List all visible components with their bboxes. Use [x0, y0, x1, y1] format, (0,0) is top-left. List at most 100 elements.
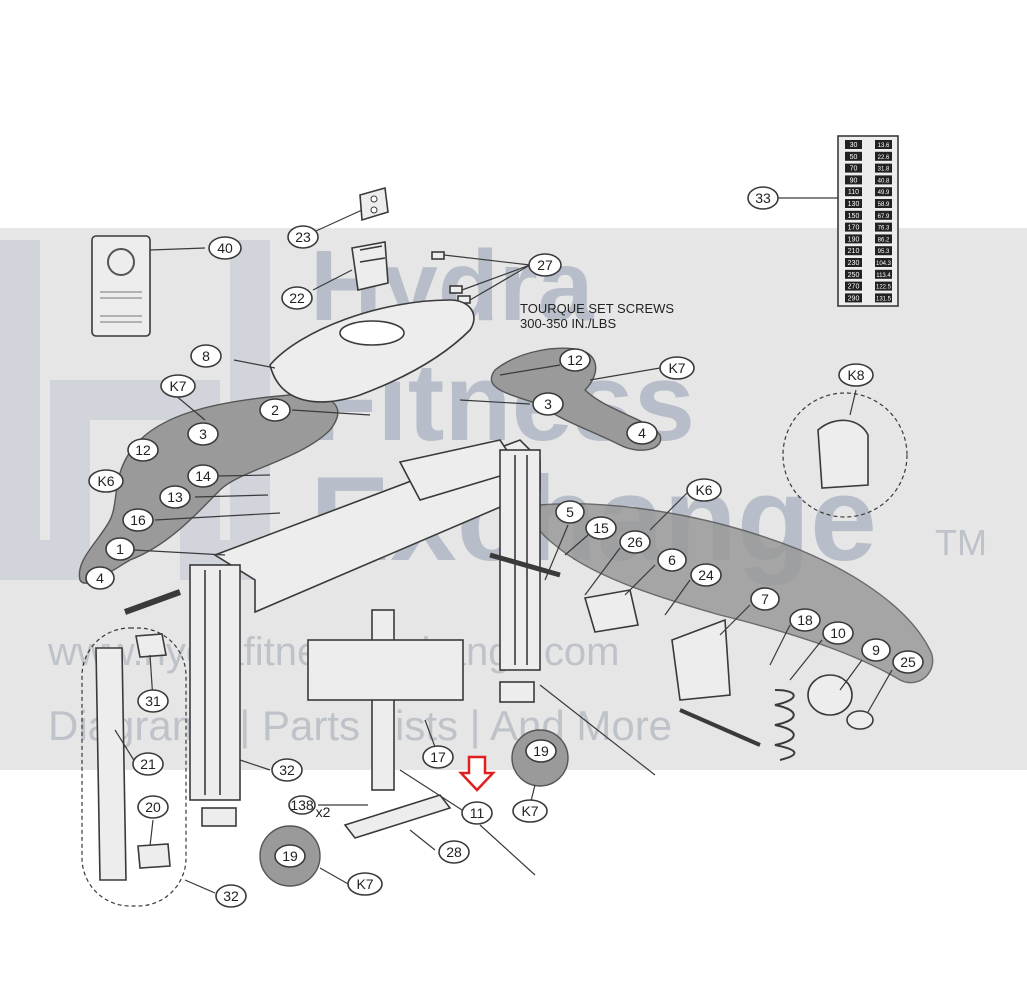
callout-18: 18 — [789, 608, 821, 632]
svg-text:27: 27 — [537, 257, 553, 273]
stack-label-left: 30 — [850, 142, 858, 149]
svg-text:K8: K8 — [847, 367, 864, 383]
callout-22: 22 — [281, 286, 313, 310]
svg-text:K7: K7 — [521, 803, 538, 819]
callout-20: 20 — [137, 795, 169, 819]
stack-label-right: 122.5 — [876, 285, 892, 291]
torque-note-line2: 300-350 IN./LBS — [520, 316, 616, 331]
callout-9: 9 — [861, 638, 891, 662]
svg-text:10: 10 — [830, 625, 846, 641]
svg-text:2: 2 — [271, 402, 279, 418]
svg-text:11: 11 — [470, 805, 485, 821]
part-base-plate — [307, 639, 464, 701]
callout-k7-under-19: K7 — [512, 799, 548, 823]
callout-25: 25 — [892, 650, 924, 674]
part-7-bracket — [671, 618, 731, 701]
svg-text:1: 1 — [116, 541, 124, 557]
svg-text:16: 16 — [130, 512, 146, 528]
stack-label-right: 113.4 — [876, 273, 891, 279]
stack-label-right: 76.3 — [878, 226, 890, 232]
stack-label-left: 150 — [848, 213, 860, 220]
callout-15: 15 — [585, 516, 617, 540]
callout-11: 11 — [461, 801, 493, 825]
svg-text:22: 22 — [289, 290, 305, 306]
stack-label-left: 290 — [848, 295, 860, 302]
svg-text:K7: K7 — [668, 360, 685, 376]
callout-7: 7 — [750, 587, 780, 611]
stack-label-right: 31.8 — [878, 167, 890, 173]
stack-plate-right — [875, 222, 892, 232]
svg-text:4: 4 — [96, 570, 104, 586]
svg-text:6: 6 — [668, 552, 676, 568]
svg-text:12: 12 — [567, 352, 583, 368]
stack-label-left: 230 — [848, 260, 860, 267]
callout-27: 27 — [528, 253, 562, 277]
callout-4-left: 4 — [85, 566, 115, 590]
callout-23: 23 — [287, 225, 319, 249]
stack-plate-right — [875, 151, 892, 161]
stack-plate-left — [845, 234, 862, 244]
svg-text:19: 19 — [533, 743, 549, 759]
callout-19-bottom: 19 — [274, 844, 306, 868]
part-9-knob — [807, 674, 853, 716]
svg-text:4: 4 — [638, 425, 646, 441]
svg-text:32: 32 — [223, 888, 239, 904]
stack-label-right: 22.6 — [878, 155, 890, 161]
stack-plate-left — [845, 151, 862, 161]
callout-32-guide: 32 — [271, 758, 303, 782]
callout-14: 14 — [187, 464, 219, 488]
svg-text:21: 21 — [140, 756, 156, 772]
decal-arrow-icon — [107, 248, 135, 276]
stack-label-left: 130 — [848, 201, 860, 208]
stack-plate-left — [845, 246, 862, 256]
svg-text:3: 3 — [544, 396, 552, 412]
stack-plate-left — [845, 293, 862, 303]
part-20-clip — [137, 843, 171, 869]
stack-plate-right — [875, 281, 892, 291]
svg-text:33: 33 — [755, 190, 771, 206]
callout-10: 10 — [822, 621, 854, 645]
part-10-spring — [774, 689, 796, 761]
callout-6: 6 — [657, 548, 687, 572]
part-4-rod — [123, 589, 182, 615]
callout-21: 21 — [132, 752, 164, 776]
svg-text:17: 17 — [430, 749, 446, 765]
part-27-screw-a — [431, 251, 445, 260]
svg-text:9: 9 — [872, 642, 880, 658]
part-21-arm — [95, 647, 127, 881]
svg-text:3: 3 — [199, 426, 207, 442]
stack-plate-right — [875, 199, 892, 208]
stack-plate-right — [875, 163, 892, 173]
stack-plate-right — [875, 210, 892, 220]
svg-text:K7: K7 — [356, 876, 373, 892]
part-28-bracket — [343, 794, 452, 839]
stack-plate-right — [875, 258, 892, 267]
callout-12-left: 12 — [127, 438, 159, 462]
svg-text:8: 8 — [202, 348, 210, 364]
callout-2: 2 — [259, 398, 291, 422]
stack-label-left: 250 — [848, 272, 860, 279]
stack-plate-left — [845, 163, 862, 173]
stack-label-left: 90 — [850, 177, 858, 184]
svg-text:15: 15 — [593, 520, 609, 536]
svg-text:28: 28 — [446, 844, 462, 860]
stack-plate-right — [875, 187, 892, 197]
stack-plate-left — [845, 258, 862, 267]
svg-text:32: 32 — [279, 762, 295, 778]
stack-label-right: 49.9 — [878, 190, 890, 196]
stack-label-right: 13.6 — [878, 143, 890, 149]
callout-33: 33 — [747, 186, 779, 210]
stack-label-right: 86.2 — [878, 237, 890, 243]
callout-k8: K8 — [838, 363, 874, 387]
callout-138: 138 — [288, 795, 316, 815]
stack-label-left: 110 — [848, 189, 859, 196]
callout-3-right: 3 — [532, 392, 564, 416]
torque-note-line1: TOURQUE SET SCREWS — [520, 301, 674, 316]
svg-text:138: 138 — [290, 797, 314, 813]
kit-k8-detail-circle — [782, 392, 908, 518]
stack-label-right: 58.9 — [878, 202, 890, 208]
callout-5: 5 — [555, 500, 585, 524]
stack-label-left: 270 — [848, 284, 860, 291]
